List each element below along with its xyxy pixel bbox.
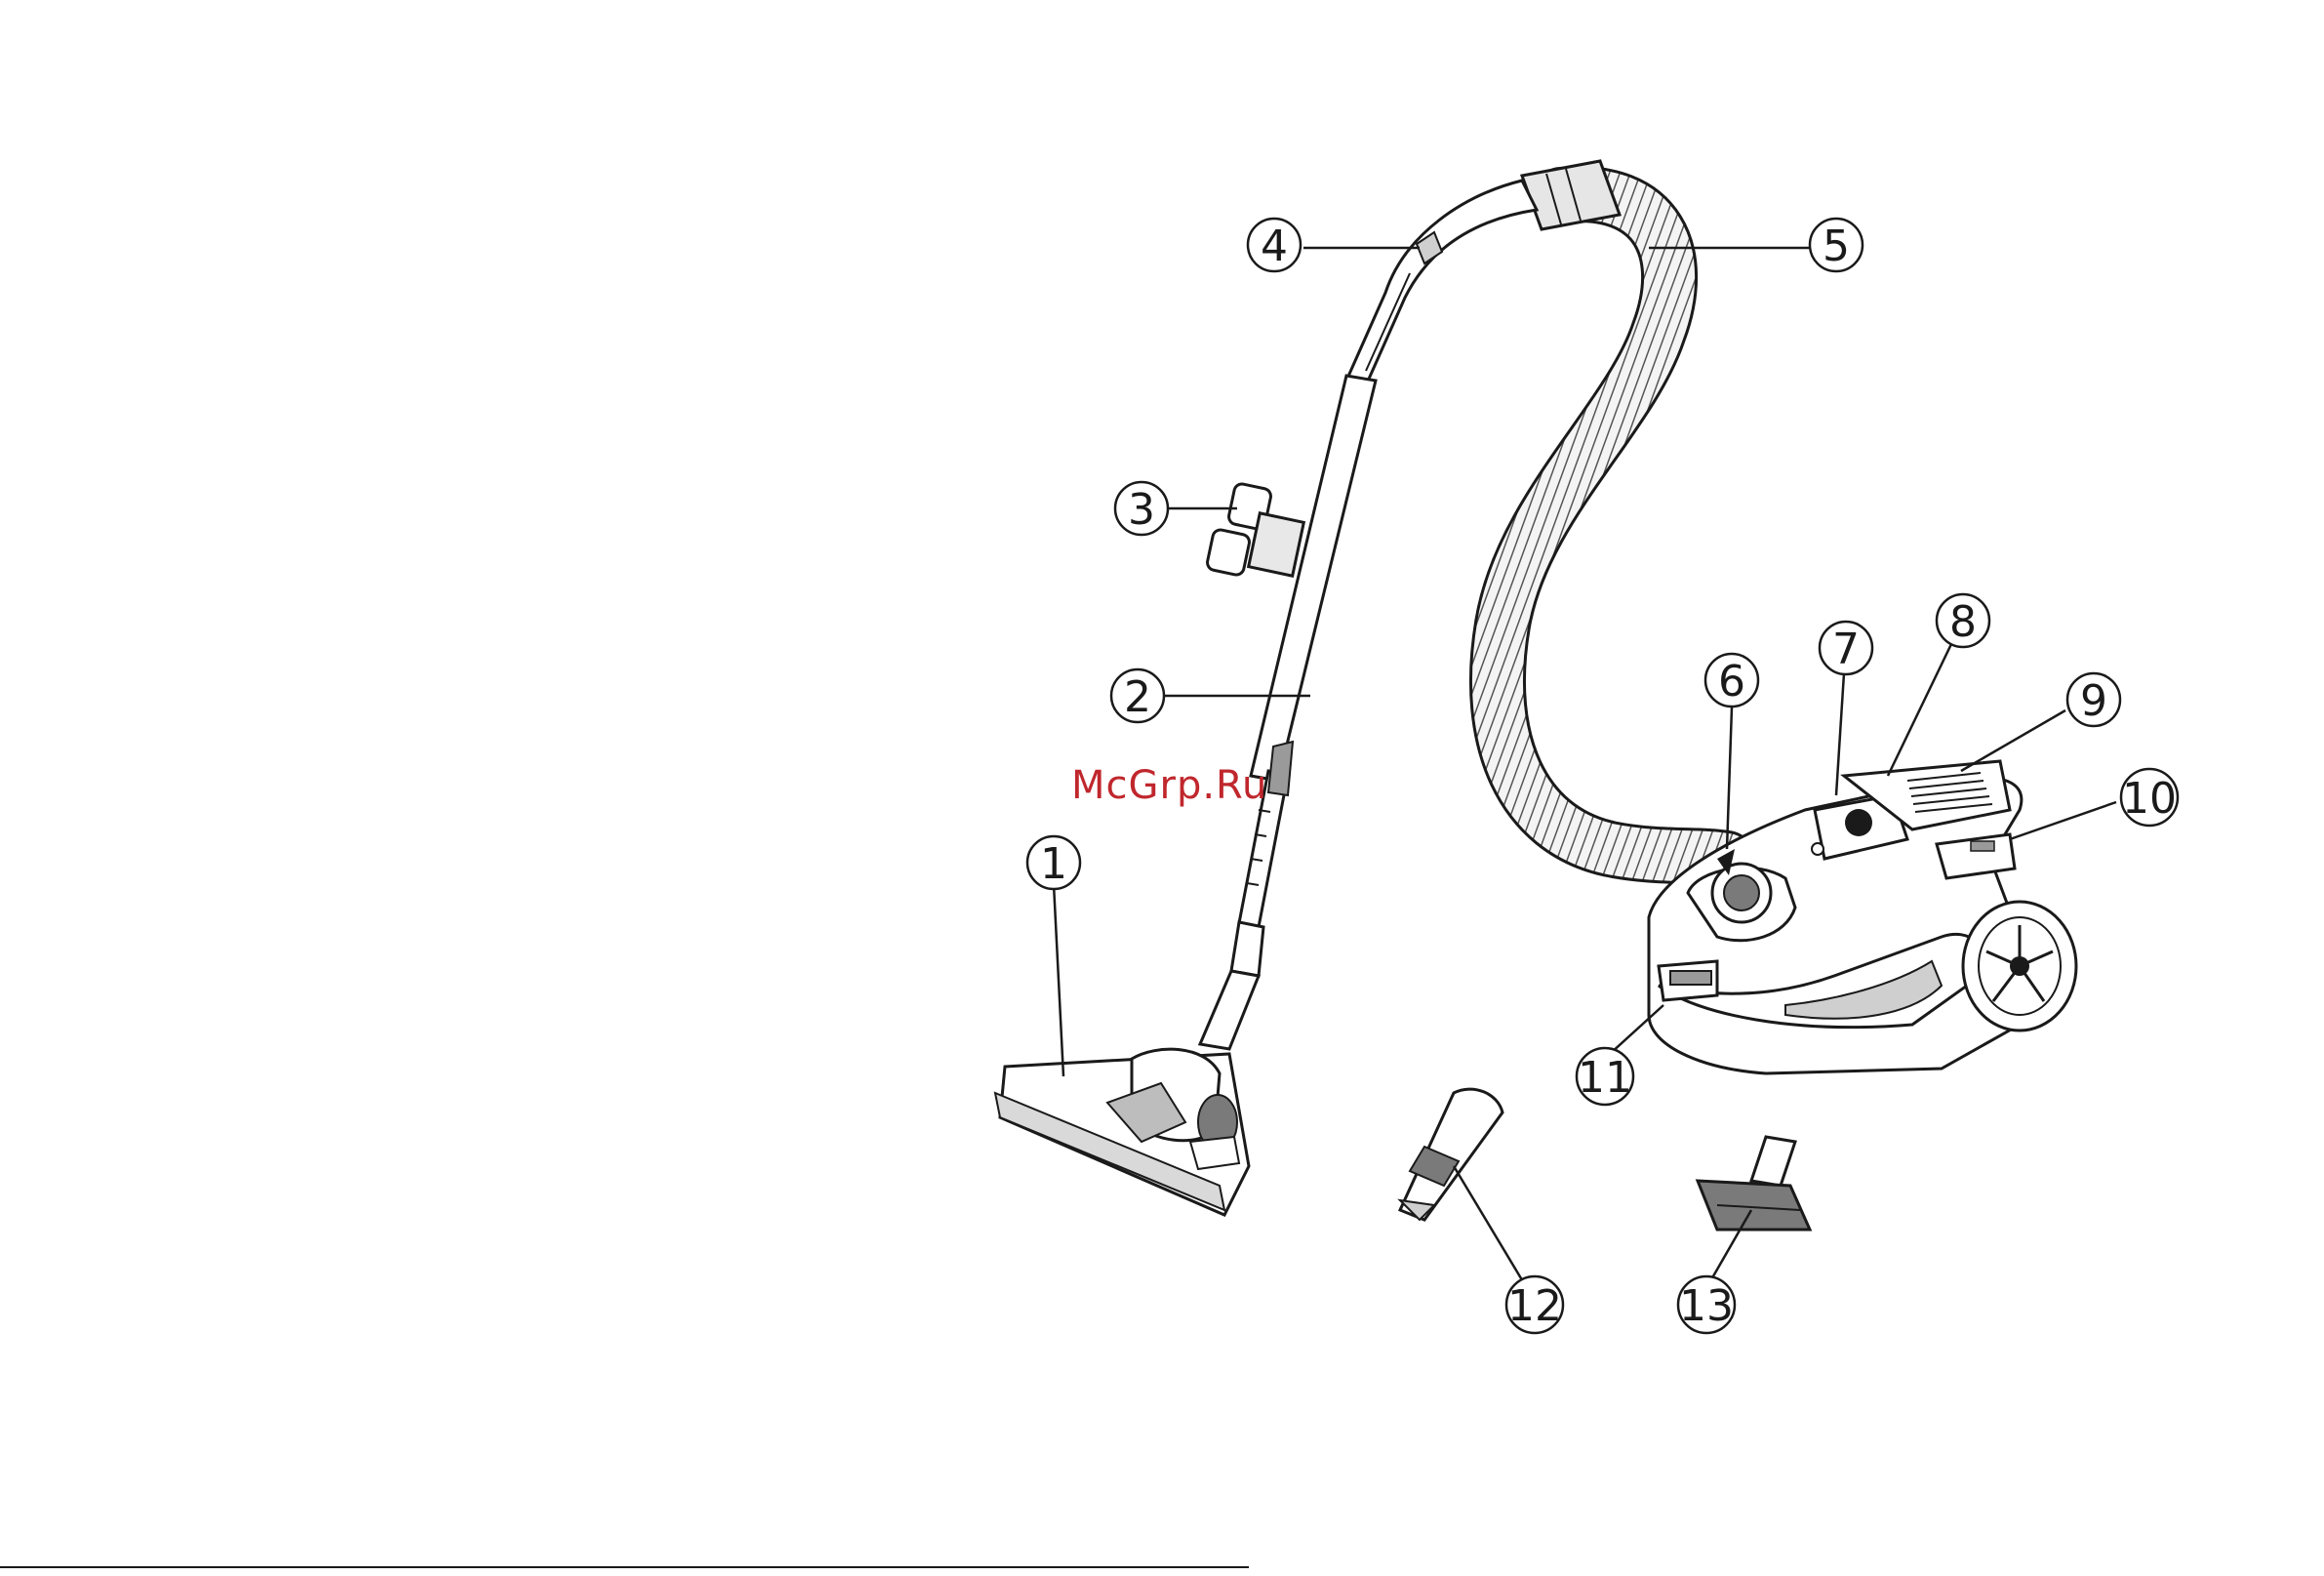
- callout-label: 10: [2122, 774, 2177, 824]
- callout-label: 6: [1718, 657, 1745, 707]
- watermark-text: McGrp.Ru: [1071, 763, 1267, 808]
- callout-label: 2: [1124, 672, 1151, 722]
- vacuum-body: [1649, 761, 2076, 1073]
- callout-label: 1: [1040, 839, 1067, 889]
- crevice-tool: [1400, 1089, 1503, 1220]
- floor-nozzle: [995, 971, 1259, 1215]
- callout-label: 4: [1261, 222, 1288, 271]
- callout-12: 12: [1506, 1276, 1563, 1333]
- callout-1: 1: [1027, 836, 1080, 889]
- callout-label: 3: [1128, 485, 1155, 535]
- callout-11: 11: [1577, 1048, 1633, 1105]
- callout-label: 11: [1578, 1053, 1632, 1103]
- callout-5: 5: [1810, 219, 1863, 271]
- callout-8: 8: [1937, 594, 1989, 647]
- callout-label: 12: [1507, 1281, 1562, 1331]
- callout-10: 10: [2121, 769, 2178, 826]
- callout-label: 8: [1949, 597, 1977, 647]
- callout-3: 3: [1115, 482, 1168, 535]
- callout-6: 6: [1705, 654, 1758, 707]
- flexible-hose: [1498, 194, 1727, 859]
- callout-label: 9: [2080, 676, 2107, 726]
- accessory-holder: [1206, 483, 1303, 577]
- callout-9: 9: [2067, 673, 2120, 726]
- upholstery-nozzle: [1698, 1137, 1810, 1230]
- callout-2: 2: [1111, 669, 1164, 722]
- handle: [1346, 181, 1537, 385]
- callout-4: 4: [1248, 219, 1301, 271]
- callout-13: 13: [1678, 1276, 1735, 1333]
- callout-label: 7: [1832, 625, 1860, 674]
- callout-7: 7: [1820, 622, 1872, 674]
- telescopic-tube: [1231, 376, 1376, 976]
- callout-label: 13: [1679, 1281, 1734, 1331]
- callout-label: 5: [1823, 222, 1850, 271]
